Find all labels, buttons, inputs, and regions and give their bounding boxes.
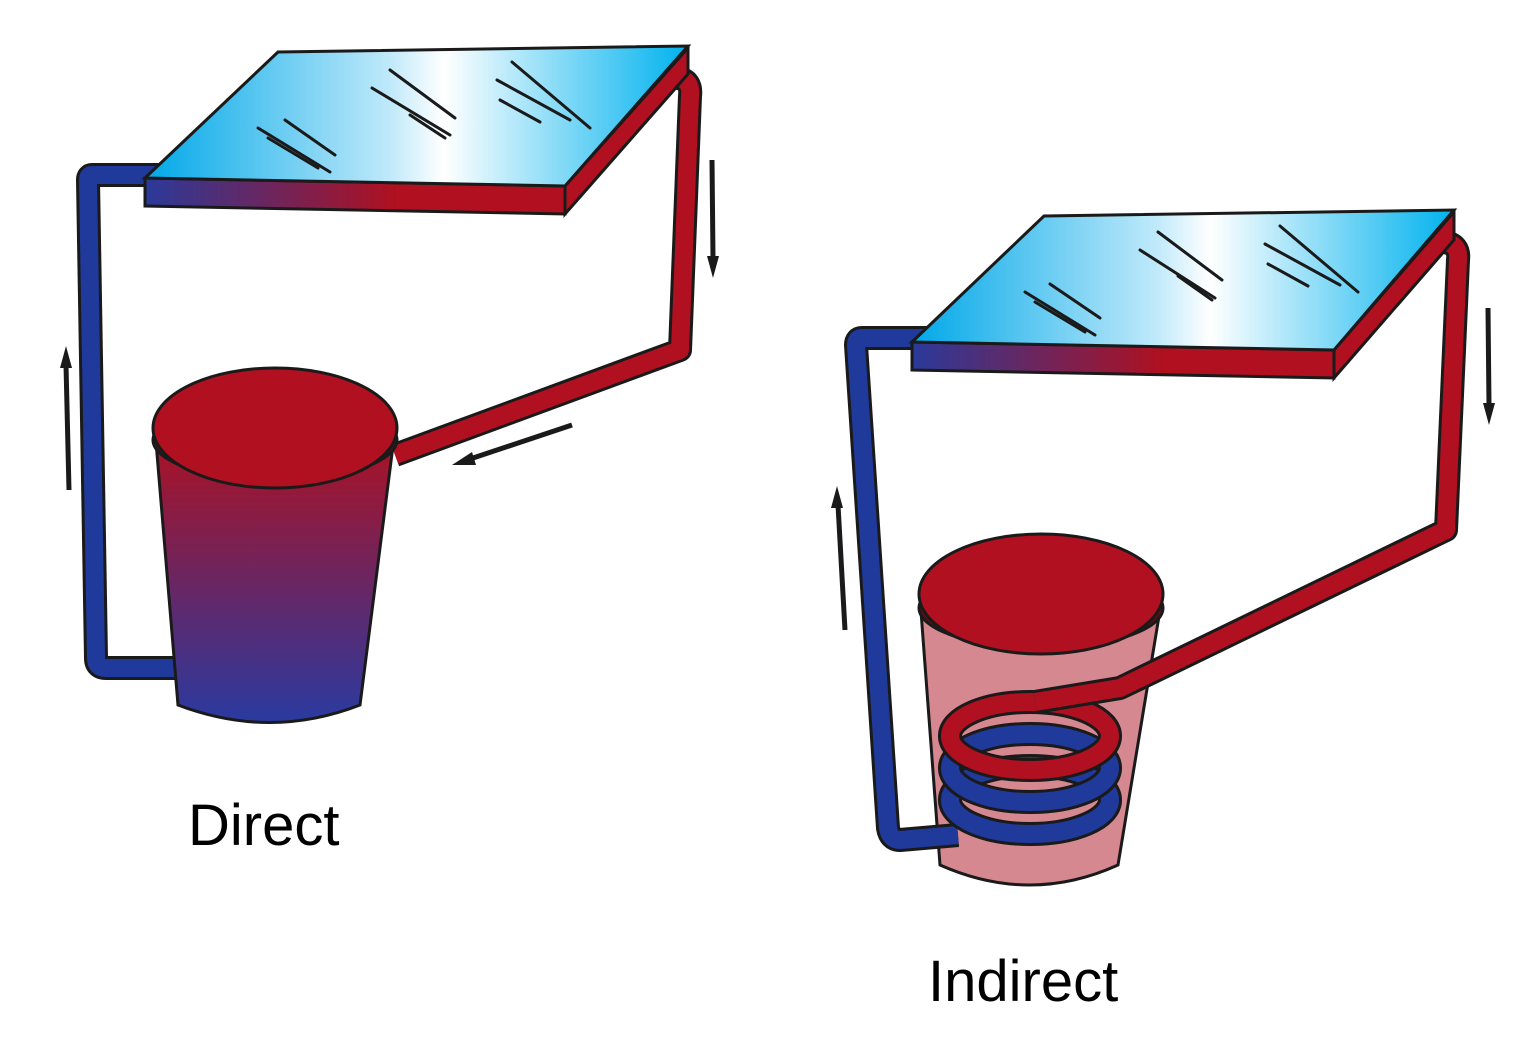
direct-arrow-up (60, 346, 72, 491)
direct-arrow-down (707, 159, 719, 278)
direct-glass-glare (256, 60, 592, 174)
direct-label: Direct (188, 793, 340, 858)
direct-flow-arrows (60, 159, 719, 491)
direct-storage-tank (151, 366, 399, 724)
direct-solar-collector (141, 44, 692, 218)
indirect-arrow-up (831, 486, 848, 631)
indirect-system (831, 207, 1495, 887)
indirect-glass-glare (1023, 224, 1360, 337)
indirect-arrow-down (1483, 307, 1495, 425)
direct-system (60, 44, 719, 724)
indirect-label: Indirect (928, 949, 1119, 1014)
direct-arrow-left (452, 422, 573, 465)
indirect-flow-arrows (831, 307, 1495, 631)
indirect-heat-exchanger-coil (938, 690, 1122, 846)
indirect-solar-collector (908, 207, 1458, 383)
